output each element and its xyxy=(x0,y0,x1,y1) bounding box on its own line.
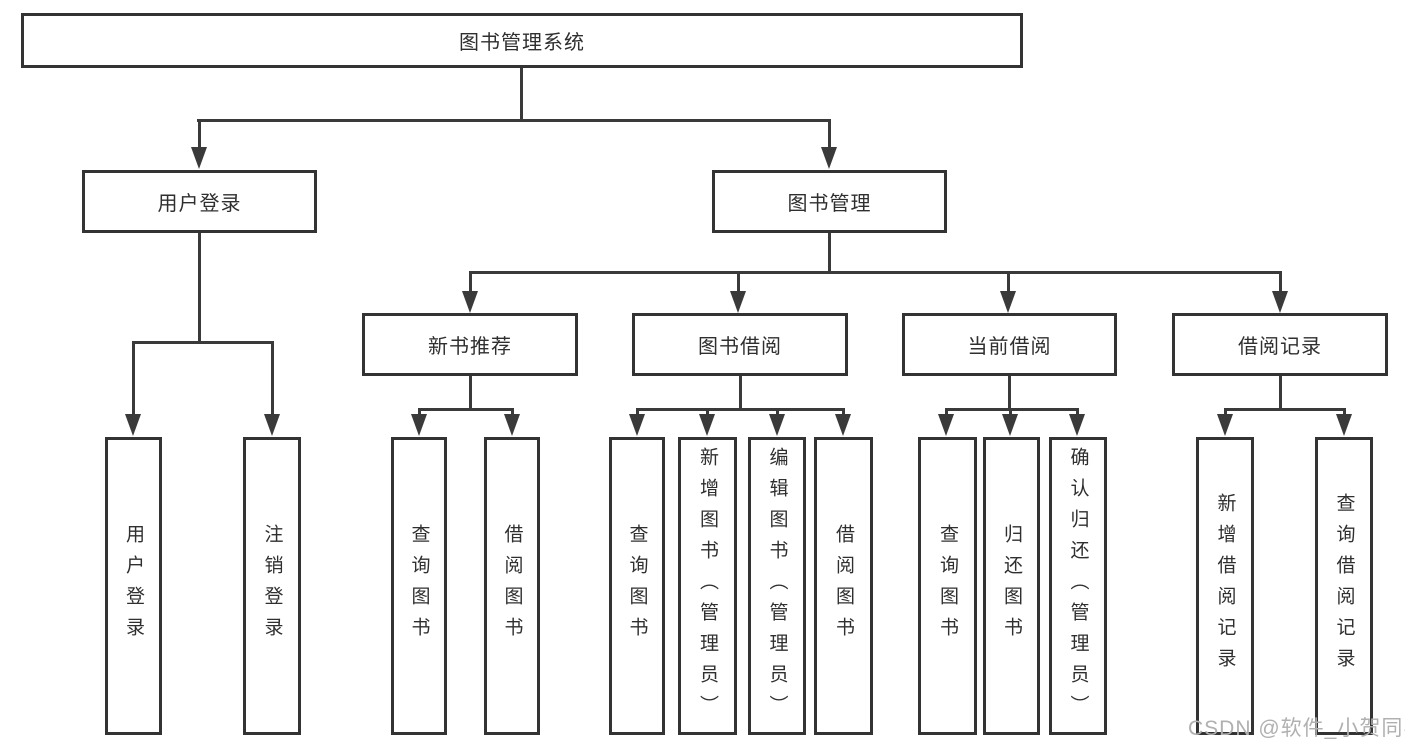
connector-arrow-shaft xyxy=(1007,271,1010,293)
leaf-return-books: 归还图书 xyxy=(983,437,1040,735)
connector-arrow-shaft xyxy=(511,408,514,416)
leaf-add-borrow-record-label: 新增借阅记录 xyxy=(1214,493,1236,679)
leaf-return-books-label: 归还图书 xyxy=(1001,524,1022,648)
leaf-query-books-2: 查询图书 xyxy=(609,437,665,735)
connector-root-branch xyxy=(197,119,831,122)
arrow-down-icon xyxy=(821,147,837,169)
leaf-confirm-return-admin: 确认归还（管理员） xyxy=(1049,437,1107,735)
connector-arrow-shaft xyxy=(706,408,709,416)
leaf-query-borrow-record: 查询借阅记录 xyxy=(1315,437,1373,735)
leaf-user-login-label: 用户登录 xyxy=(123,524,144,648)
connector-module-stem xyxy=(1008,376,1011,409)
arrow-down-icon xyxy=(264,414,280,436)
connector-book-mgmt-stem xyxy=(828,233,831,271)
arrow-down-icon xyxy=(938,414,954,436)
leaf-edit-books-admin: 编辑图书（管理员） xyxy=(748,437,806,735)
leaf-user-login: 用户登录 xyxy=(105,437,162,735)
arrow-down-icon xyxy=(769,414,785,436)
node-root-label: 图书管理系统 xyxy=(459,32,585,54)
connector-module-branch xyxy=(636,408,845,411)
node-user-login: 用户登录 xyxy=(82,170,317,233)
node-book-management: 图书管理 xyxy=(712,170,947,233)
leaf-add-books-admin-label: 新增图书（管理员） xyxy=(697,446,718,726)
arrow-down-icon xyxy=(462,291,478,313)
node-new-book-recommend-label: 新书推荐 xyxy=(428,336,512,358)
watermark-text: CSDN @软件_小贺同学 xyxy=(1188,717,1405,740)
leaf-query-books-3: 查询图书 xyxy=(918,437,977,735)
arrow-down-icon xyxy=(1000,291,1016,313)
connector-arrow-shaft xyxy=(776,408,779,416)
connector-arrow-shaft xyxy=(1343,408,1346,416)
leaf-query-books-1-label: 查询图书 xyxy=(408,524,430,648)
connector-module-stem xyxy=(1279,376,1282,409)
connector-user-login-branch xyxy=(132,341,274,344)
node-borrow-record: 借阅记录 xyxy=(1172,313,1388,376)
node-book-borrow: 图书借阅 xyxy=(632,313,848,376)
connector-arrow-shaft xyxy=(828,119,831,149)
connector-module-stem xyxy=(739,376,742,409)
arrow-down-icon xyxy=(125,414,141,436)
arrow-down-icon xyxy=(191,147,207,169)
leaf-query-books-1: 查询图书 xyxy=(391,437,447,735)
connector-arrow-shaft xyxy=(737,271,740,293)
leaf-edit-books-admin-label: 编辑图书（管理员） xyxy=(766,446,788,726)
leaf-logout-label: 注销登录 xyxy=(261,524,283,648)
connector-module-branch xyxy=(418,408,514,411)
leaf-query-books-2-label: 查询图书 xyxy=(626,524,648,648)
connector-book-mgmt-branch xyxy=(469,271,1282,274)
arrow-down-icon xyxy=(1069,414,1085,436)
connector-arrow-shaft xyxy=(469,271,472,293)
arrow-down-icon xyxy=(730,291,746,313)
leaf-confirm-return-admin-label: 确认归还（管理员） xyxy=(1067,446,1089,726)
arrow-down-icon xyxy=(411,414,427,436)
node-book-management-label: 图书管理 xyxy=(787,193,872,215)
node-current-borrow-label: 当前借阅 xyxy=(967,336,1052,358)
connector-arrow-shaft xyxy=(1009,408,1012,416)
leaf-query-borrow-record-label: 查询借阅记录 xyxy=(1333,493,1355,679)
leaf-borrow-books-2-label: 借阅图书 xyxy=(833,524,854,648)
connector-arrow-shaft xyxy=(418,408,421,416)
node-user-login-label: 用户登录 xyxy=(157,193,242,215)
node-root: 图书管理系统 xyxy=(21,13,1023,68)
connector-arrow-shaft xyxy=(945,408,948,416)
node-borrow-record-label: 借阅记录 xyxy=(1238,336,1322,358)
connector-module-branch xyxy=(1224,408,1346,411)
connector-arrow-shaft xyxy=(1076,408,1079,416)
connector-module-stem xyxy=(469,376,472,409)
arrow-down-icon xyxy=(1272,291,1288,313)
connector-arrow-shaft xyxy=(198,119,201,149)
arrow-down-icon xyxy=(629,414,645,436)
arrow-down-icon xyxy=(835,414,851,436)
connector-arrow-shaft xyxy=(1224,408,1227,416)
connector-arrow-shaft xyxy=(842,408,845,416)
connector-arrow-shaft xyxy=(1279,271,1282,293)
connector-user-login-stem xyxy=(198,233,201,341)
connector-module-branch xyxy=(945,408,1079,411)
arrow-down-icon xyxy=(1217,414,1233,436)
leaf-borrow-books-1: 借阅图书 xyxy=(484,437,540,735)
node-new-book-recommend: 新书推荐 xyxy=(362,313,578,376)
leaf-add-books-admin: 新增图书（管理员） xyxy=(678,437,737,735)
connector-arrow-shaft xyxy=(132,341,135,414)
arrow-down-icon xyxy=(699,414,715,436)
connector-arrow-shaft xyxy=(271,341,274,414)
leaf-borrow-books-2: 借阅图书 xyxy=(814,437,873,735)
leaf-logout: 注销登录 xyxy=(243,437,301,735)
leaf-add-borrow-record: 新增借阅记录 xyxy=(1196,437,1254,735)
connector-root-stem xyxy=(520,68,523,120)
connector-arrow-shaft xyxy=(636,408,639,416)
arrow-down-icon xyxy=(1336,414,1352,436)
leaf-borrow-books-1-label: 借阅图书 xyxy=(501,524,523,648)
node-current-borrow: 当前借阅 xyxy=(902,313,1117,376)
arrow-down-icon xyxy=(1002,414,1018,436)
leaf-query-books-3-label: 查询图书 xyxy=(937,524,958,648)
arrow-down-icon xyxy=(504,414,520,436)
node-book-borrow-label: 图书借阅 xyxy=(698,336,782,358)
